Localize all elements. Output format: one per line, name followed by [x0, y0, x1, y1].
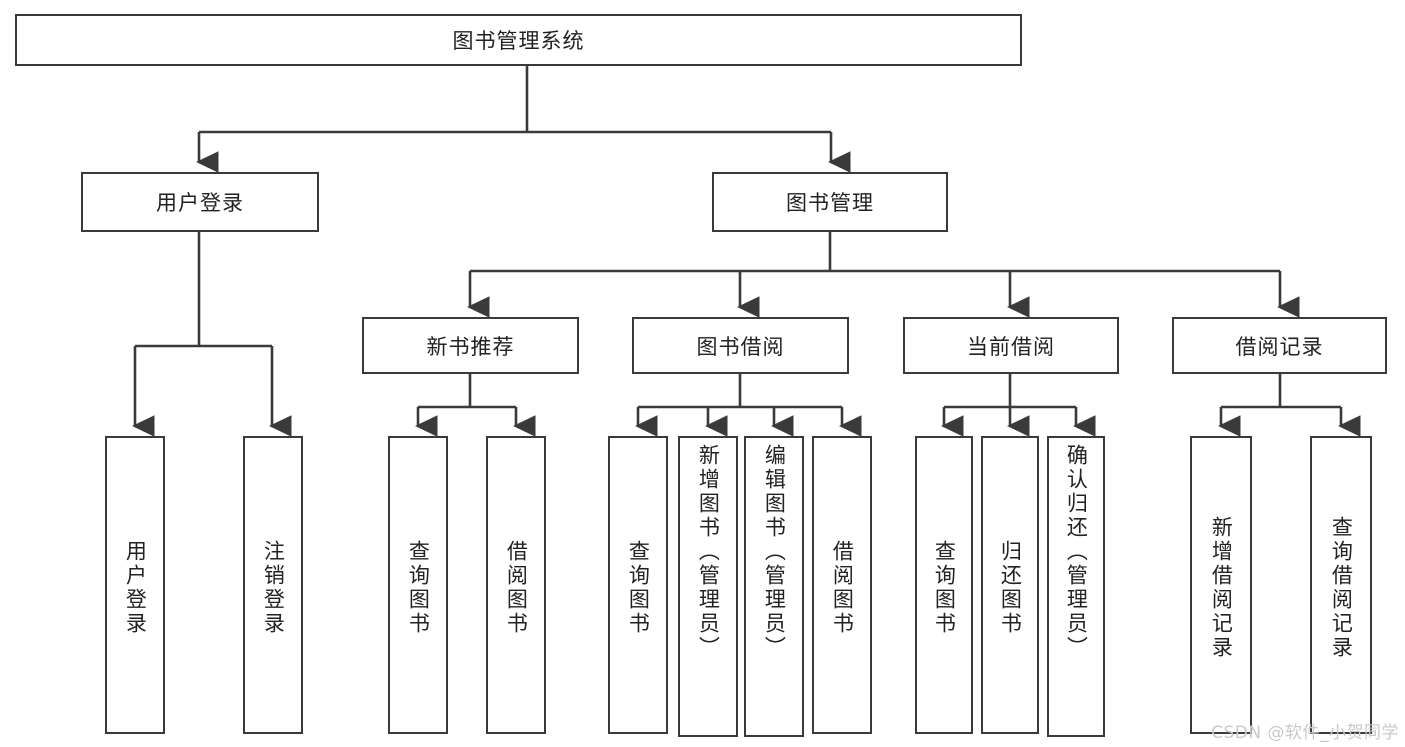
- node-label: 编辑图书（管理员）: [762, 444, 787, 660]
- node-label: 查询图书: [406, 540, 431, 636]
- node-label: 借阅图书: [504, 540, 529, 636]
- leaf-edit-book-admin[interactable]: 编辑图书（管理员）: [744, 436, 804, 737]
- node-label: 用户登录: [156, 191, 244, 215]
- leaf-query-book-borrow[interactable]: 查询图书: [608, 436, 668, 734]
- node-book-borrow[interactable]: 图书借阅: [632, 317, 849, 374]
- leaf-user-login[interactable]: 用户登录: [105, 436, 165, 734]
- leaf-add-book-admin[interactable]: 新增图书（管理员）: [678, 436, 738, 737]
- node-borrow-record[interactable]: 借阅记录: [1172, 317, 1387, 374]
- node-label: 归还图书: [998, 540, 1023, 636]
- node-label: 借阅图书: [830, 540, 855, 636]
- leaf-add-borrow-record[interactable]: 新增借阅记录: [1190, 436, 1252, 734]
- leaf-confirm-return-admin[interactable]: 确认归还（管理员）: [1047, 436, 1105, 737]
- node-label: 查询图书: [626, 540, 651, 636]
- node-label: 查询图书: [932, 540, 957, 636]
- node-current-borrow[interactable]: 当前借阅: [903, 317, 1119, 374]
- leaf-query-book-recommend[interactable]: 查询图书: [388, 436, 448, 734]
- node-user-login[interactable]: 用户登录: [81, 172, 319, 232]
- leaf-query-borrow-record[interactable]: 查询借阅记录: [1310, 436, 1372, 734]
- leaf-return-book[interactable]: 归还图书: [981, 436, 1039, 734]
- node-root[interactable]: 图书管理系统: [15, 14, 1022, 66]
- node-new-book-recommend[interactable]: 新书推荐: [362, 317, 579, 374]
- node-label: 图书管理系统: [452, 29, 585, 53]
- node-label: 当前借阅: [967, 334, 1055, 359]
- node-book-management[interactable]: 图书管理: [712, 172, 948, 232]
- leaf-borrow-book[interactable]: 借阅图书: [812, 436, 872, 734]
- node-label: 确认归还（管理员）: [1064, 444, 1089, 660]
- watermark: CSDN @软件_小贺同学: [1211, 723, 1399, 743]
- node-label: 注销登录: [261, 540, 286, 636]
- node-label: 查询借阅记录: [1329, 516, 1354, 660]
- node-label: 用户登录: [123, 540, 148, 636]
- node-label: 新增借阅记录: [1209, 516, 1234, 660]
- node-label: 借阅记录: [1235, 334, 1324, 359]
- node-label: 新增图书（管理员）: [696, 444, 721, 660]
- node-label: 图书管理: [786, 191, 874, 215]
- leaf-query-book-current[interactable]: 查询图书: [915, 436, 973, 734]
- node-label: 新书推荐: [426, 334, 515, 359]
- node-label: 图书借阅: [696, 334, 785, 359]
- leaf-borrow-book-recommend[interactable]: 借阅图书: [486, 436, 546, 734]
- leaf-logout[interactable]: 注销登录: [243, 436, 303, 734]
